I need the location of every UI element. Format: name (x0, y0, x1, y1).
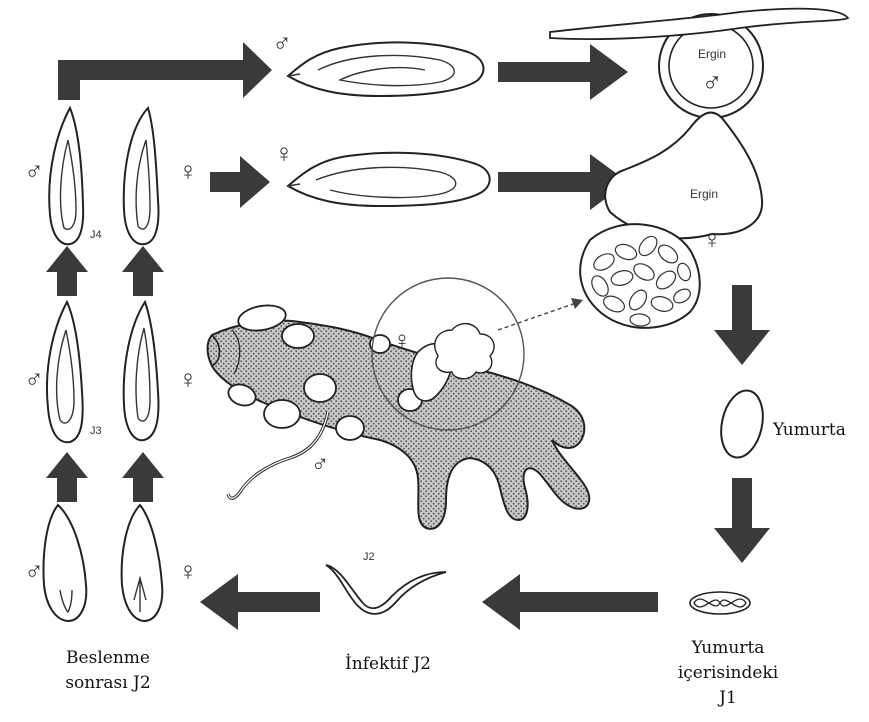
arrow-infective-j2-to-fed-j2 (200, 574, 320, 630)
label-fed-j2: Beslenme sonrası J2 (38, 646, 178, 696)
infective-j2-nematode (326, 565, 446, 614)
male-j4-late-larva (288, 42, 483, 96)
label-egg: Yumurta (773, 418, 846, 443)
label-j1-line-1: Yumurta (664, 636, 792, 661)
arrow-male-j3-to-j4 (46, 246, 88, 296)
arrow-j1-to-infective-j2 (482, 574, 658, 630)
symbol-male-j3: ♂ (24, 364, 44, 394)
symbol-female-j2: ♀ (178, 556, 198, 586)
arrow-adult-female-to-egg (714, 285, 770, 365)
arrow-egg-to-j1 (714, 478, 770, 563)
female-fed-j2-larva (122, 505, 163, 621)
label-j1-line-3: J1 (664, 686, 792, 711)
arrow-male-j2-to-j3 (46, 452, 88, 502)
arrow-female-j2-to-j3 (122, 452, 164, 502)
female-j4-late-larva (288, 153, 490, 206)
stage-tag-j2: J2 (363, 551, 375, 563)
stage-tag-j3: J3 (90, 425, 102, 437)
symbol-female-j3: ♀ (178, 364, 198, 394)
arrow-female-j3-to-j4 (122, 246, 164, 296)
symbol-male-top: ♂ (272, 28, 292, 58)
symbol-female-root: ♀ (393, 327, 411, 354)
symbol-female-mid: ♀ (274, 138, 294, 168)
egg-mass-in-root (435, 324, 494, 379)
symbol-male-root: ♂ (311, 451, 329, 478)
arrow-female-j4-to-female-j4-late (210, 156, 270, 208)
label-egg-with-j1: Yumurta içerisindeki J1 (664, 636, 792, 711)
female-j4-larva (124, 108, 159, 244)
egg (715, 387, 768, 462)
female-j3-larva (124, 302, 159, 440)
adult-female-label: Ergin (690, 187, 718, 201)
arrow-male-j4-to-adult-male (498, 44, 628, 100)
label-fed-j2-line-2: sonrası J2 (38, 671, 178, 696)
label-infective-j2: İnfektif J2 (318, 652, 458, 677)
label-j1-line-2: içerisindeki (664, 661, 792, 686)
symbol-male-j2: ♂ (24, 556, 44, 586)
male-j4-larva (49, 108, 83, 244)
arrow-j4-male-to-male-j4 (58, 42, 272, 100)
zoom-pointer-line (498, 303, 576, 330)
male-fed-j2-larva (44, 505, 87, 621)
male-j3-larva (47, 302, 83, 442)
stage-tag-j4: J4 (90, 229, 102, 241)
adult-male-label: Ergin (698, 47, 726, 61)
label-fed-j2-line-1: Beslenme (38, 646, 178, 671)
symbol-male-adult: ♂ (702, 67, 723, 98)
symbol-male-j4: ♂ (24, 156, 44, 186)
symbol-female-j4: ♀ (178, 156, 198, 186)
egg-with-j1 (690, 592, 750, 614)
symbol-female-adult: ♀ (702, 224, 722, 254)
